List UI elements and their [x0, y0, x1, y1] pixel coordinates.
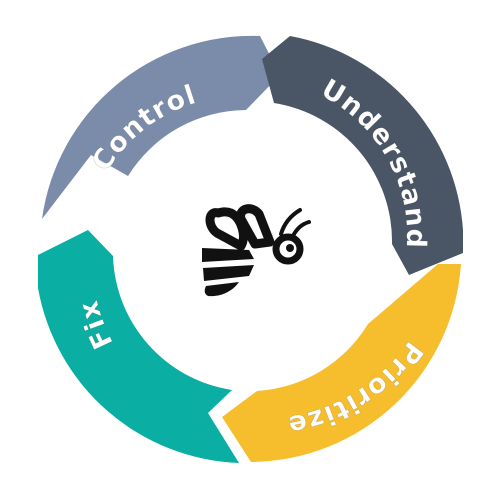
svg-text:Fix: Fix [73, 297, 119, 354]
segment-prioritize [222, 264, 461, 462]
segment-fix [38, 230, 239, 463]
bee-icon [202, 204, 311, 297]
segment-control [42, 35, 280, 219]
segment-label-fix: Fix [73, 296, 119, 354]
segment-understand [262, 36, 463, 275]
